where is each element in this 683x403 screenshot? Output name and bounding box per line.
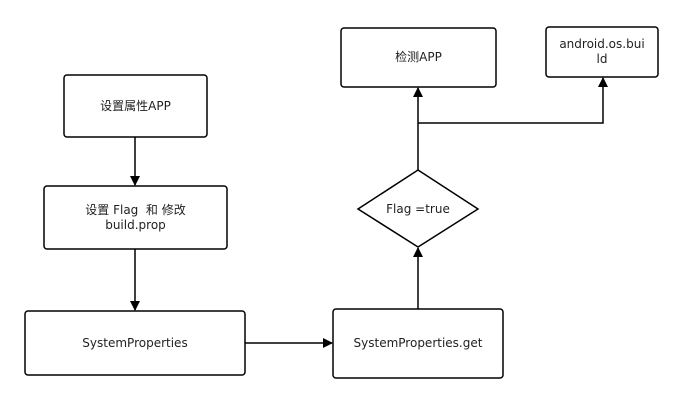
set-flag-text-line1: 设置 Flag 和 修改 [85,202,186,217]
node-detect-app-label: 检测APP [341,28,496,87]
node-system-properties-get-label: SystemProperties.get [333,309,503,378]
set-flag-text-line2: build.prop [105,217,166,232]
arrow-decision-to-android-build [418,77,608,124]
node-set-flag-label: 设置 Flag 和 修改 build.prop [44,186,227,249]
set-attr-app-text: 设置属性APP [100,98,171,113]
decision-text: Flag =true [386,201,450,216]
system-properties-get-text: SystemProperties.get [353,336,483,350]
android-build-text-line2: ld [596,52,608,66]
detect-app-text: 检测APP [395,50,442,64]
node-android-build-label: android.os.bui ld [546,27,658,77]
node-decision-label: Flag =true [358,196,478,222]
node-system-properties-label: SystemProperties [25,311,245,375]
system-properties-text: SystemProperties [82,335,188,350]
android-build-text-line1: android.os.bui [559,37,645,51]
node-set-attr-app-label: 设置属性APP [64,75,207,137]
